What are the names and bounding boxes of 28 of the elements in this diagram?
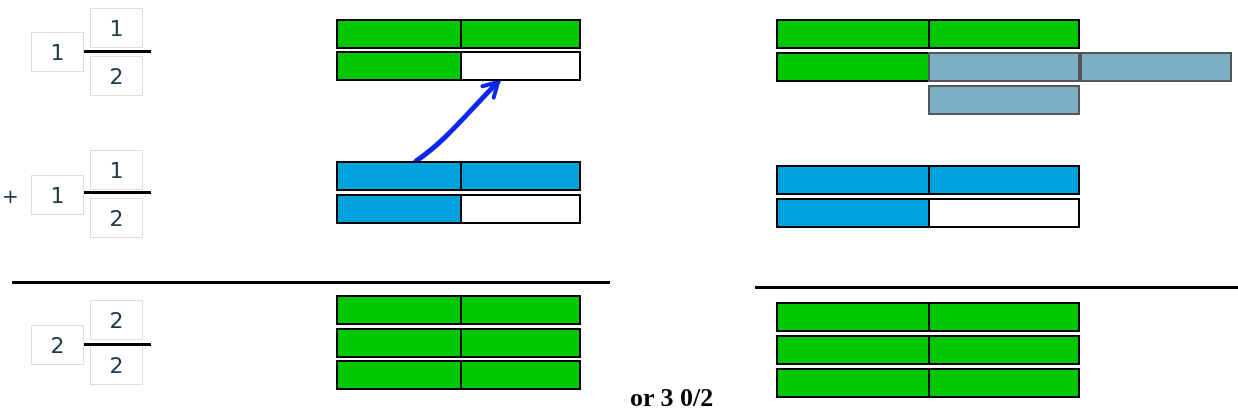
moved-piece (928, 52, 1080, 82)
number-box: 2 (31, 325, 84, 365)
number-box: 2 (90, 198, 143, 238)
number-box: 1 (90, 150, 143, 190)
number-box: 1 (31, 175, 84, 215)
number-box: 1 (31, 32, 84, 72)
fraction-bar (336, 19, 581, 49)
plus-sign: + (2, 184, 18, 208)
number-box: 2 (90, 300, 143, 340)
fraction-bar (336, 295, 581, 325)
fraction-bar (336, 328, 581, 358)
fraction-bar (776, 165, 1080, 195)
moved-piece (1080, 52, 1232, 82)
number-box: 1 (90, 8, 143, 48)
fraction-bar (776, 52, 928, 82)
fraction-bar (776, 368, 1080, 398)
fraction-bar (776, 19, 1080, 49)
fraction-bar (776, 302, 1080, 332)
fraction-bar (336, 51, 581, 81)
number-box: 2 (90, 56, 143, 96)
fraction-bar (776, 335, 1080, 365)
arrow (413, 79, 501, 164)
moved-piece (928, 85, 1080, 115)
fraction-bar (336, 360, 581, 390)
fraction-bar (336, 194, 581, 224)
fraction-bar (336, 161, 581, 191)
fraction-bar (776, 198, 1080, 228)
answer-text: or 3 0/2 (630, 382, 714, 414)
